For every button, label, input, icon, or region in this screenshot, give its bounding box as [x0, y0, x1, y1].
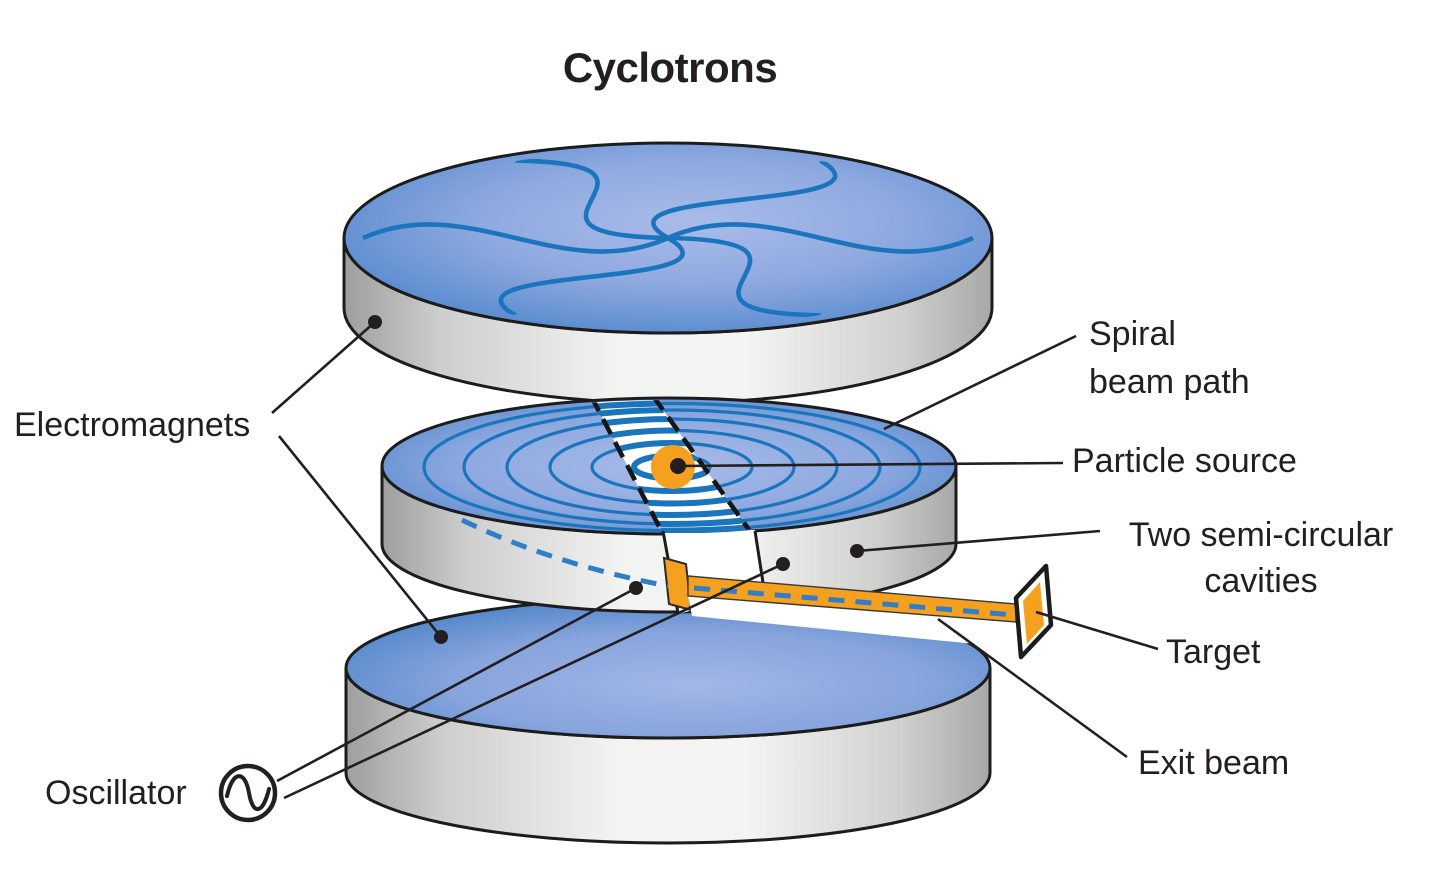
oscillator-icon	[218, 763, 278, 823]
particle-source	[651, 445, 695, 489]
diagram-title: Cyclotrons	[562, 44, 778, 91]
target-plate	[1013, 563, 1054, 660]
pinwheel-field-lines	[363, 154, 973, 322]
label-particle-source: Particle source	[1072, 442, 1297, 480]
hidden-beam-dashes	[460, 517, 669, 589]
leader-lines	[271, 321, 1159, 800]
label-electromagnets: Electromagnets	[14, 406, 251, 444]
top-electromagnet-disk	[342, 141, 994, 405]
semi-circular-cavities-disk	[380, 396, 958, 614]
label-oscillator: Oscillator	[45, 774, 187, 812]
label-cavities-line2: cavities	[1204, 562, 1318, 600]
label-spiral-beam-path: Spiral beam path	[1089, 310, 1250, 406]
label-exit-beam: Exit beam	[1138, 744, 1290, 782]
anchor-dots	[368, 315, 864, 644]
label-spiral-line2: beam path	[1089, 363, 1250, 401]
label-spiral-line1: Spiral	[1089, 315, 1176, 353]
label-two-semi-circular-cavities: Two semi-circular cavities	[1105, 512, 1417, 604]
label-cavities-line1: Two semi-circular	[1128, 516, 1394, 554]
label-target: Target	[1166, 633, 1261, 671]
